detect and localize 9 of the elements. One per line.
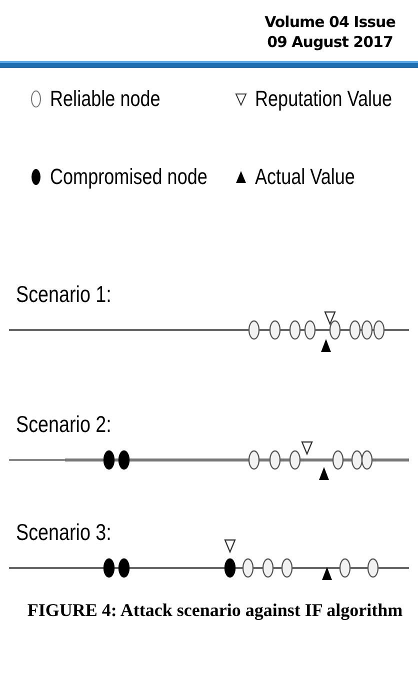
figure-caption: FIGURE 4: Attack scenario against IF algorithm bbox=[26, 599, 404, 622]
scenario-heading: Scenario 3: bbox=[16, 518, 112, 546]
legend-label: Reliable node bbox=[50, 85, 160, 113]
legend-label: Compromised node bbox=[50, 163, 208, 191]
journal-issue-info: Volume 04 Issue 09 August 2017 bbox=[264, 12, 396, 52]
scenario-heading: Scenario 2: bbox=[16, 410, 112, 438]
scenario-heading: Scenario 1: bbox=[16, 280, 112, 308]
legend-label: Actual Value bbox=[255, 163, 355, 191]
legend-label: Reputation Value bbox=[255, 85, 392, 113]
